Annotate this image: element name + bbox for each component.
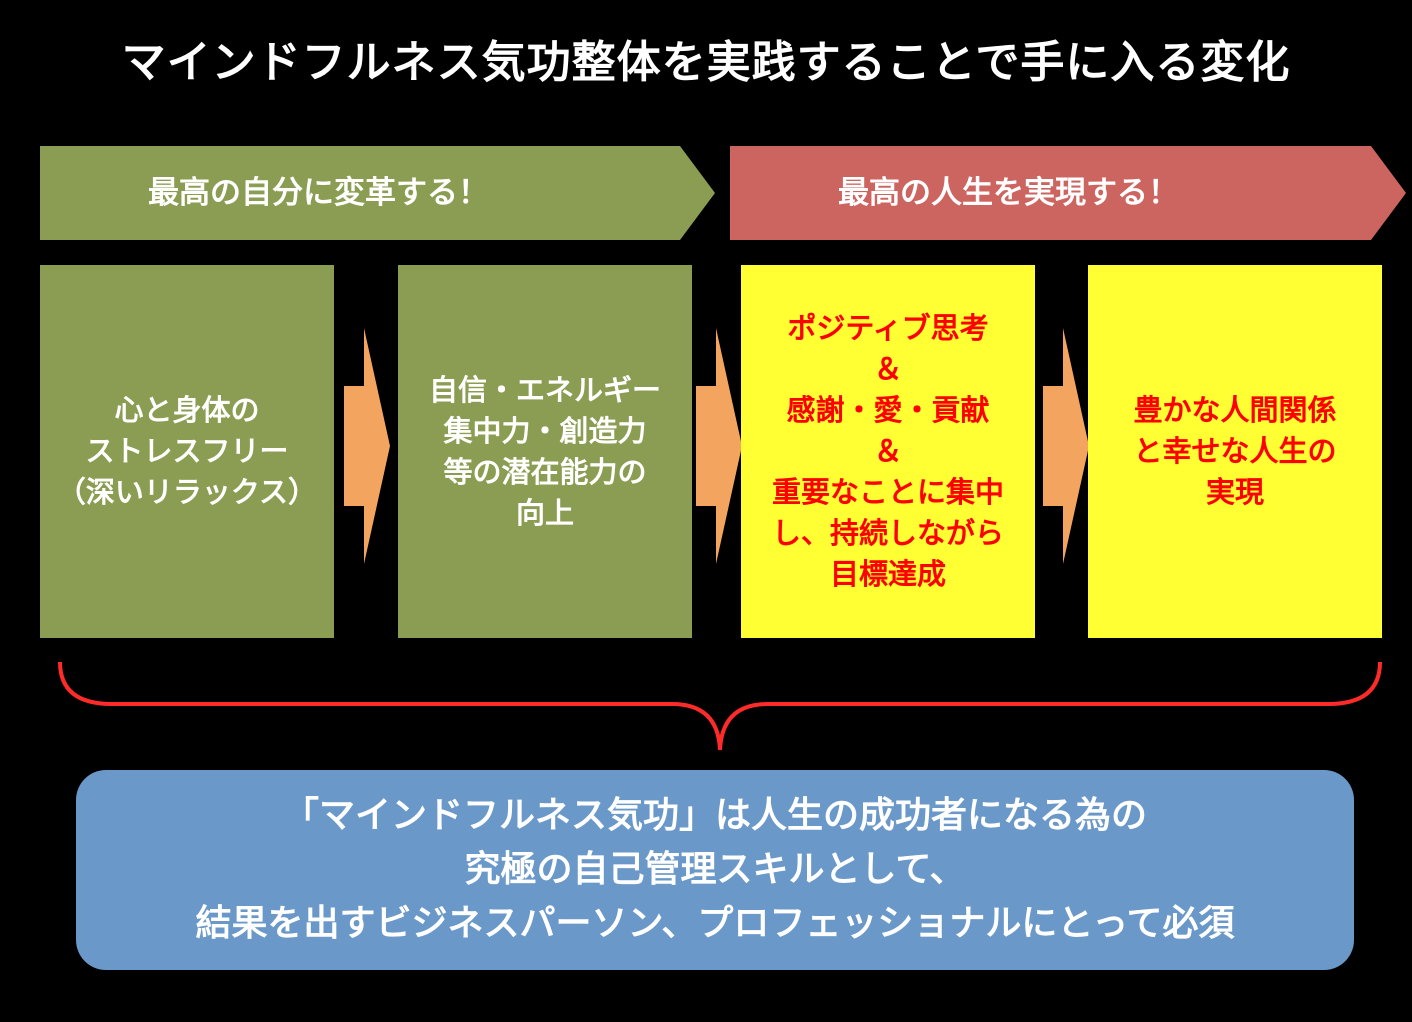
conclusion-box: 「マインドフルネス気功」は人生の成功者になる為の 究極の自己管理スキルとして、 … [76,770,1354,970]
step-text-positive-thinking: ポジティブ思考 ＆ 感謝・愛・貢献 ＆ 重要なことに集中 し、持続しながら 目標… [771,311,1004,591]
step-text-potential: 自信・エネルギー 集中力・創造力 等の潜在能力の 向上 [428,372,661,530]
page-title: マインドフルネス気功整体を実践することで手に入る変化 [121,37,1291,88]
banner-life-realization: 最高の人生を実現する！ [730,146,1406,240]
step-box-stress-free: 心と身体の ストレスフリー （深いリラックス） [40,265,334,638]
conclusion-line-1: 「マインドフルネス気功」は人生の成功者になる為の [282,795,1147,836]
flow-arrow-3 [1043,328,1089,564]
step-box-potential: 自信・エネルギー 集中力・創造力 等の潜在能力の 向上 [398,265,692,638]
flow-arrow-1 [344,328,390,564]
step-text-happy-life: 豊かな人間関係 と幸せな人生の 実現 [1133,393,1337,509]
step-text-stress-free: 心と身体の ストレスフリー （深いリラックス） [56,393,318,509]
conclusion-line-2: 究極の自己管理スキルとして、 [464,849,966,890]
step-box-positive-thinking: ポジティブ思考 ＆ 感謝・愛・貢献 ＆ 重要なことに集中 し、持続しながら 目標… [741,265,1035,638]
flow-arrow-2 [696,328,742,564]
step-box-happy-life: 豊かな人間関係 と幸せな人生の 実現 [1088,265,1382,638]
curly-brace [58,661,1382,751]
banner-self-transformation: 最高の自分に変革する！ [40,146,715,240]
conclusion-line-3: 結果を出すビジネスパーソン、プロフェッショナルにとって必須 [195,903,1235,944]
